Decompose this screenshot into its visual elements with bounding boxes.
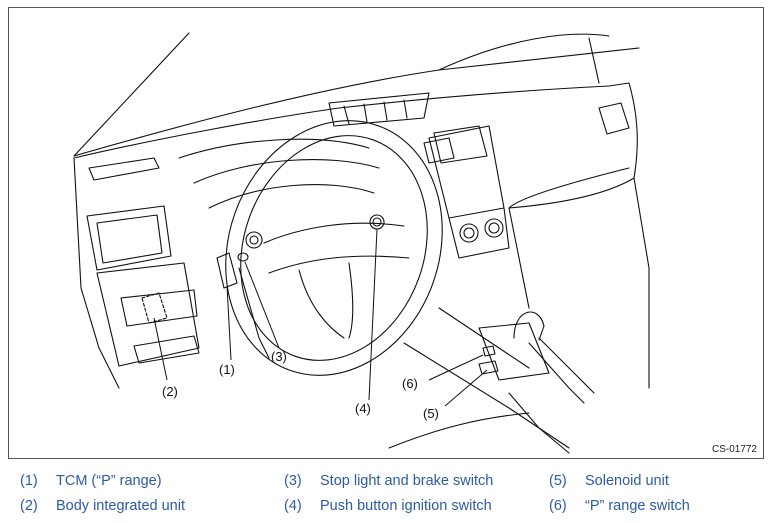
- figure-reference-code: CS-01772: [711, 444, 757, 455]
- legend-number: (1): [20, 473, 38, 489]
- legend-label: Push button ignition switch: [320, 498, 492, 514]
- legend-number: (2): [20, 498, 38, 514]
- dashboard-line-drawing: (1) (2) (3) (4) (5) (6): [73, 32, 650, 454]
- legend-item-2: (2) Body integrated unit: [20, 498, 185, 514]
- legend-label: Body integrated unit: [56, 498, 185, 514]
- legend-item-6: (6) “P” range switch: [549, 498, 690, 514]
- legend-label: TCM (“P” range): [56, 473, 162, 489]
- callout-2: (2): [162, 384, 178, 399]
- legend-number: (6): [549, 498, 567, 514]
- legend-number: (4): [284, 498, 302, 514]
- legend-item-5: (5) Solenoid unit: [549, 473, 669, 489]
- callout-3: (3): [271, 349, 287, 364]
- legend-item-3: (3) Stop light and brake switch: [284, 473, 493, 489]
- callout-6: (6): [402, 376, 418, 391]
- legend-number: (3): [284, 473, 302, 489]
- callout-4: (4): [355, 401, 371, 416]
- callout-5: (5): [423, 406, 439, 421]
- legend-number: (5): [549, 473, 567, 489]
- diagram-figure: (1) (2) (3) (4) (5) (6) CS-01772: [8, 7, 764, 459]
- legend-item-1: (1) TCM (“P” range): [20, 473, 162, 489]
- parts-legend: (1) TCM (“P” range) (2) Body integrated un…: [0, 466, 772, 523]
- legend-label: “P” range switch: [585, 498, 690, 514]
- callout-1: (1): [219, 362, 235, 377]
- legend-label: Solenoid unit: [585, 473, 669, 489]
- legend-item-4: (4) Push button ignition switch: [284, 498, 492, 514]
- legend-label: Stop light and brake switch: [320, 473, 494, 489]
